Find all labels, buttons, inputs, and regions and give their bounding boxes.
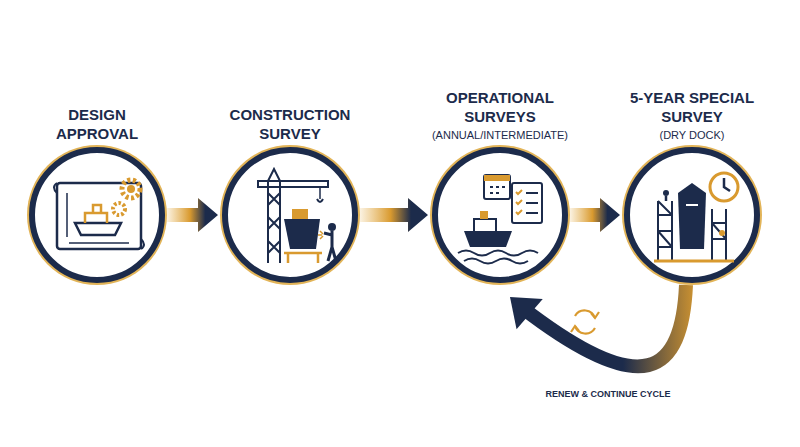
stage-icon: [630, 153, 754, 277]
stage-circle: DESIGN APPROVAL: [29, 147, 165, 283]
stage-title: OPERATIONAL SURVEYS: [425, 88, 575, 126]
stage-heading: OPERATIONAL SURVEYS (ANNUAL/INTERMEDIATE): [425, 88, 575, 143]
flow-arrow: [570, 198, 620, 232]
stage-title: DESIGN APPROVAL: [42, 105, 152, 143]
stage-icon: [438, 153, 562, 277]
flow-arrow: [360, 198, 428, 232]
stage-circle: OPERATIONAL SURVEYS(ANNUAL/INTERMEDIATE): [432, 147, 568, 283]
flow-arrow: [167, 198, 218, 232]
stage-circle: 5-YEAR SPECIAL SURVEY(DRY DOCK): [624, 147, 760, 283]
stage-circle: CONSTRUCTION SURVEY: [222, 147, 358, 283]
stage-subtitle: (ANNUAL/INTERMEDIATE): [425, 128, 575, 143]
cycle-icon: [571, 310, 599, 333]
stage-heading: 5-YEAR SPECIAL SURVEY (DRY DOCK): [617, 88, 767, 143]
stage-icon: [228, 153, 352, 277]
stage-title: 5-YEAR SPECIAL SURVEY: [617, 88, 767, 126]
edge-label: RENEW & CONTINUE CYCLE: [543, 389, 672, 399]
stage-icon: [35, 153, 159, 277]
flow-arrow: [510, 285, 686, 366]
stage-heading: DESIGN APPROVAL: [42, 105, 152, 143]
stage-title: CONSTRUCTION SURVEY: [220, 105, 360, 143]
stage-heading: CONSTRUCTION SURVEY: [220, 105, 360, 143]
stage-subtitle: (DRY DOCK): [617, 128, 767, 143]
